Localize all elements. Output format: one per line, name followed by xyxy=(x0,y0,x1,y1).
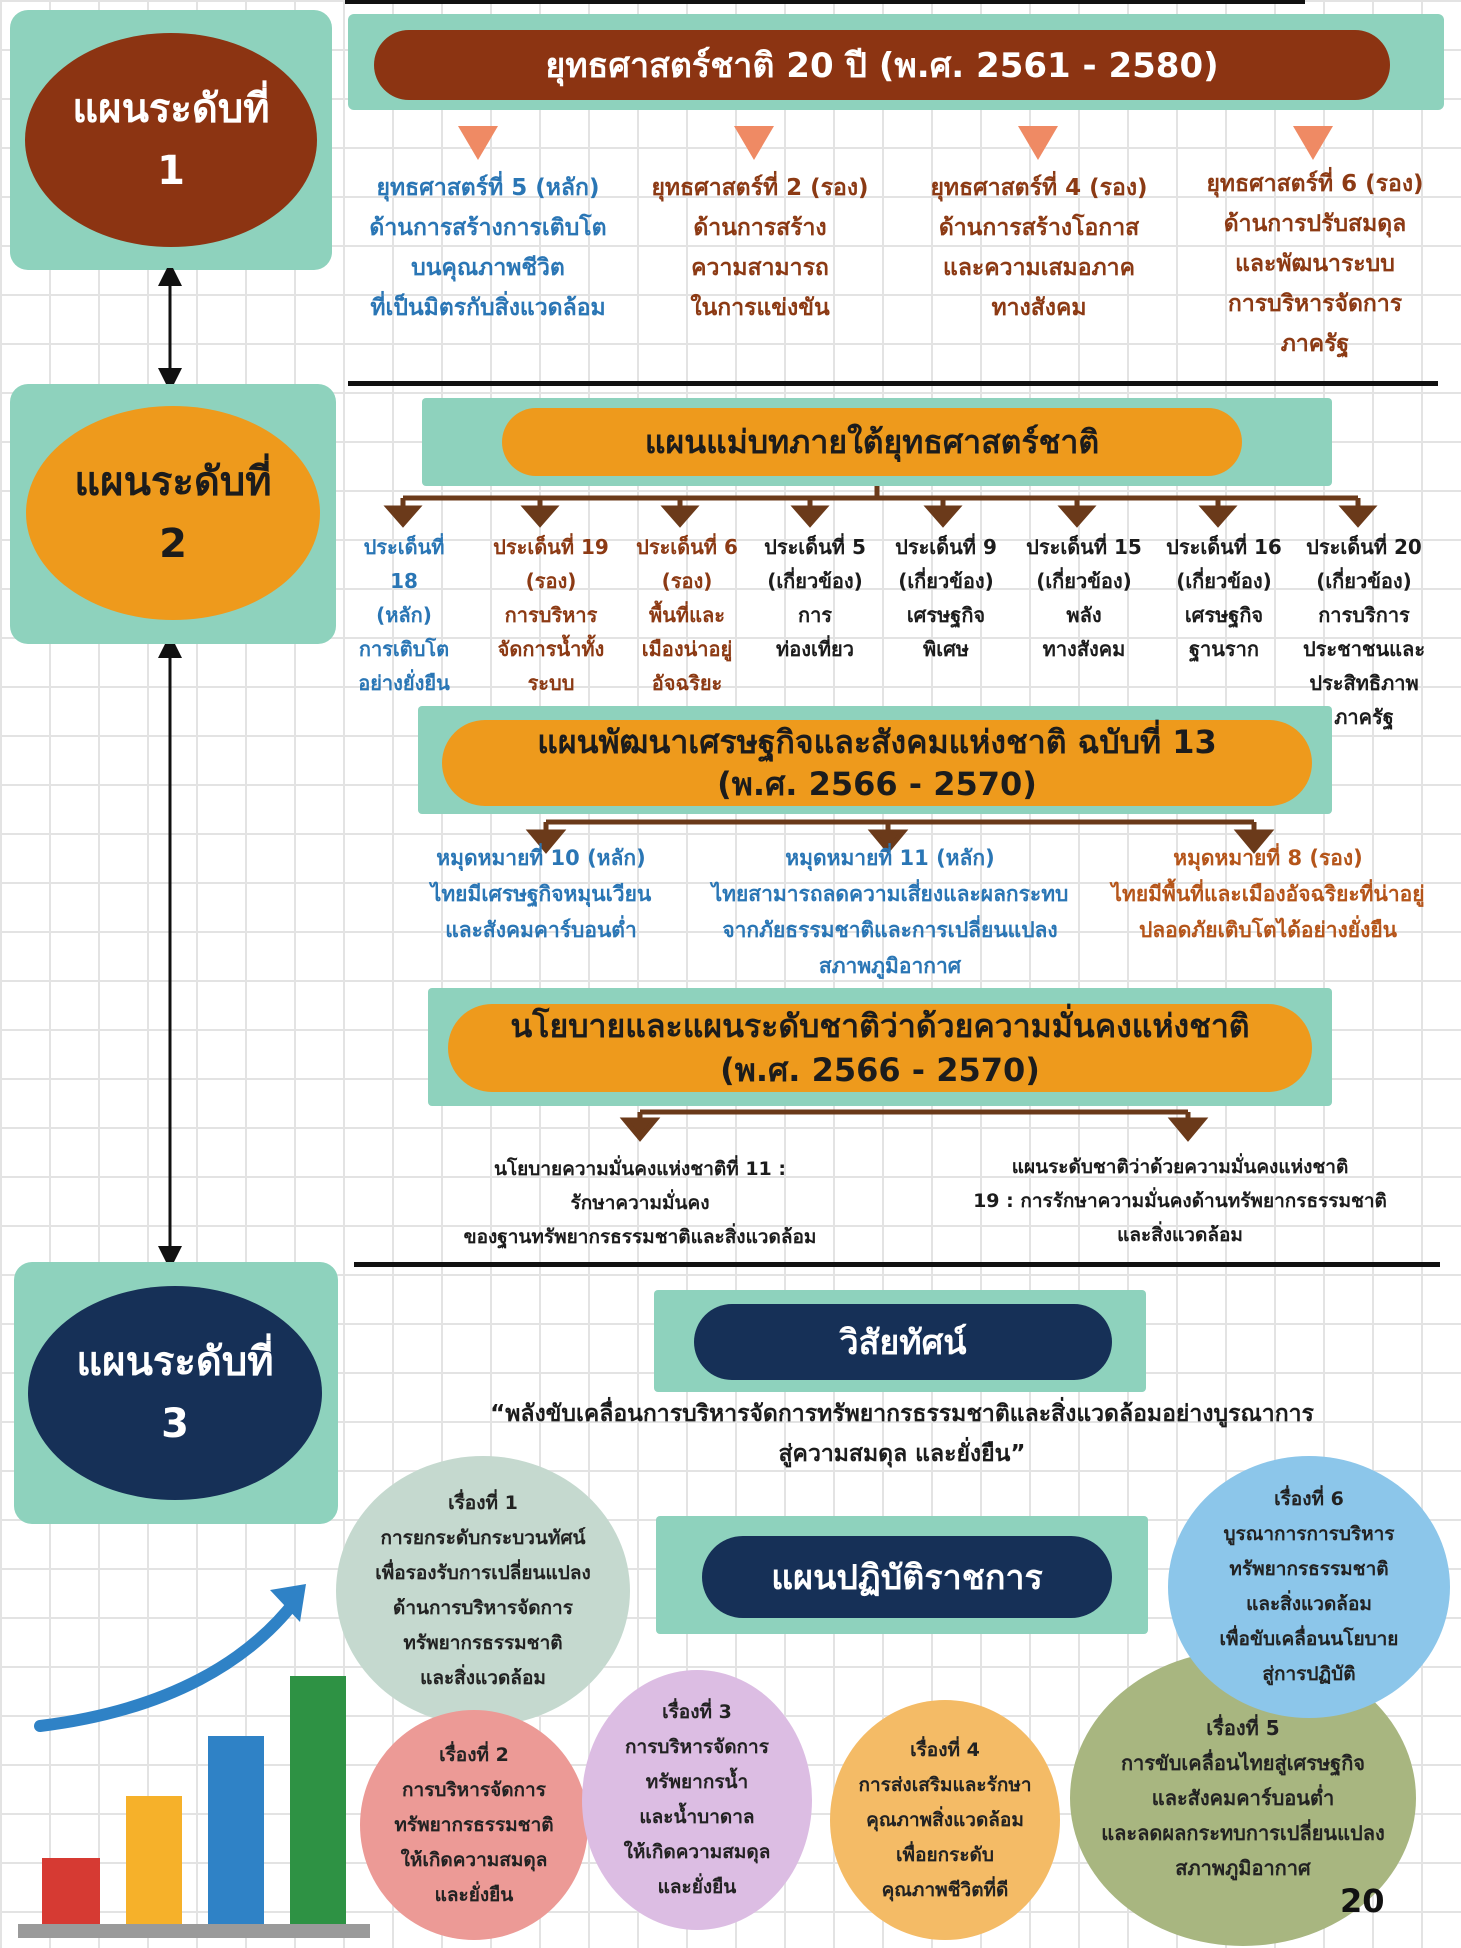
level-2-label: แผนระดับที่ xyxy=(74,459,272,505)
milestone-8: หมุดหมายที่ 8 (รอง) ไทยมีพื้นที่และเมือง… xyxy=(1111,846,1425,942)
strategy-2: ยุทธศาสตร์ที่ 2 (รอง) ด้านการสร้าง ความส… xyxy=(651,175,869,321)
strategy-title-pill: ยุทธศาสตร์ชาติ 20 ปี (พ.ศ. 2561 - 2580) xyxy=(374,30,1390,100)
nesdp-title-line-1: แผนพัฒนาเศรษฐกิจและสังคมแห่งชาติ ฉบับที่… xyxy=(537,723,1217,761)
action-plan-pill: แผนปฏิบัติราชการ xyxy=(702,1536,1112,1618)
issue-15: ประเด็นที่ 15(เกี่ยวข้อง) พลังทางสังคม xyxy=(1026,535,1142,661)
level-1-label: แผนระดับที่ xyxy=(72,86,270,132)
level-2-box: แผนระดับที่ 2 xyxy=(10,384,336,644)
security-title-line-2: (พ.ศ. 2566 - 2570) xyxy=(720,1051,1040,1089)
vision-pill: วิสัยทัศน์ xyxy=(694,1304,1112,1380)
master-plan-pill: แผนแม่บทภายใต้ยุทธศาสตร์ชาติ xyxy=(502,408,1242,476)
level-2-number: 2 xyxy=(159,521,187,567)
security-pill: นโยบายและแผนระดับชาติว่าด้วยความมั่นคงแห… xyxy=(448,1004,1312,1092)
vision-statement: “พลังขับเคลื่อนการบริหารจัดการทรัพยากรธร… xyxy=(490,1401,1314,1467)
security-policy-11: นโยบายความมั่นคงแห่งชาติที่ 11 : รักษาคว… xyxy=(463,1158,817,1248)
page-number: 20 xyxy=(1340,1882,1385,1920)
bar-blue xyxy=(208,1736,264,1924)
issue-9: ประเด็นที่ 9(เกี่ยวข้อง) เศรษฐกิจพิเศษ xyxy=(895,535,997,661)
nesdp-banner: แผนพัฒนาเศรษฐกิจและสังคมแห่งชาติ ฉบับที่… xyxy=(418,706,1332,814)
issue-19: ประเด็นที่ 19(รอง) การบริหารจัดการน้ำทั้… xyxy=(493,535,609,695)
bar-green xyxy=(290,1676,346,1924)
divider-2 xyxy=(354,1262,1440,1267)
nesdp-title-line-2: (พ.ศ. 2566 - 2570) xyxy=(717,765,1037,803)
action-plan-title: แผนปฏิบัติราชการ xyxy=(771,1558,1043,1598)
security-title-line-1: นโยบายและแผนระดับชาติว่าด้วยความมั่นคงแห… xyxy=(510,1007,1250,1045)
triangle-arrow xyxy=(1018,126,1058,160)
triangle-arrow xyxy=(734,126,774,160)
issue-6: ประเด็นที่ 6(รอง) พื้นที่และเมืองน่าอยู่… xyxy=(636,535,738,695)
growth-arrow-head xyxy=(270,1584,306,1622)
security-banner: นโยบายและแผนระดับชาติว่าด้วยความมั่นคงแห… xyxy=(428,988,1332,1106)
level-1-oval: แผนระดับที่ 1 xyxy=(25,33,317,247)
growth-arrow xyxy=(34,1594,302,1732)
milestone-11: หมุดหมายที่ 11 (หลัก) ไทยสามารถลดความเสี… xyxy=(711,846,1069,978)
security-plan-19: แผนระดับชาติว่าด้วยความมั่นคงแห่งชาติ 19… xyxy=(973,1156,1387,1246)
master-plan-banner: แผนแม่บทภายใต้ยุทธศาสตร์ชาติ xyxy=(422,398,1332,486)
triangle-arrow xyxy=(458,126,498,160)
strategy-5: ยุทธศาสตร์ที่ 5 (หลัก) ด้านการสร้างการเต… xyxy=(369,175,607,321)
level-2-oval: แผนระดับที่ 2 xyxy=(26,406,320,620)
vision-banner: วิสัยทัศน์ xyxy=(654,1290,1146,1392)
level-3-number: 3 xyxy=(161,1401,189,1447)
divider-1 xyxy=(348,381,1438,386)
issue-16: ประเด็นที่ 16(เกี่ยวข้อง) เศรษฐกิจฐานราก xyxy=(1166,535,1282,661)
issue-20: ประเด็นที่ 20(เกี่ยวข้อง) การบริการประชา… xyxy=(1302,535,1426,729)
strategy-4: ยุทธศาสตร์ที่ 4 (รอง) ด้านการสร้างโอกาส … xyxy=(930,175,1148,321)
milestone-10: หมุดหมายที่ 10 (หลัก) ไทยมีเศรษฐกิจหมุนเ… xyxy=(430,846,652,942)
bar-yellow xyxy=(126,1796,182,1924)
level-connector xyxy=(158,268,182,1268)
growth-chart-illustration xyxy=(18,1584,370,1938)
vision-title: วิสัยทัศน์ xyxy=(839,1323,967,1363)
strategy-6: ยุทธศาสตร์ที่ 6 (รอง) ด้านการปรับสมดุล แ… xyxy=(1206,171,1424,357)
level-1-box: แผนระดับที่ 1 xyxy=(10,10,332,270)
top-rule xyxy=(345,0,1305,4)
level-3-label: แผนระดับที่ xyxy=(76,1339,274,1385)
level-1-number: 1 xyxy=(157,148,185,194)
triangle-arrow xyxy=(1293,126,1333,160)
nesdp-pill: แผนพัฒนาเศรษฐกิจและสังคมแห่งชาติ ฉบับที่… xyxy=(442,720,1312,806)
level-3-oval: แผนระดับที่ 3 xyxy=(28,1286,322,1500)
issue-5: ประเด็นที่ 5(เกี่ยวข้อง) การท่องเที่ยว xyxy=(764,535,866,661)
chart-base xyxy=(18,1924,370,1938)
issues-bracket xyxy=(383,486,1378,528)
strategy-arrows xyxy=(458,126,1333,160)
bar-red xyxy=(42,1858,100,1924)
milestones-bracket xyxy=(525,819,1275,854)
level-3-box: แผนระดับที่ 3 xyxy=(14,1262,338,1524)
security-bracket xyxy=(619,1109,1209,1142)
strategy-banner: ยุทธศาสตร์ชาติ 20 ปี (พ.ศ. 2561 - 2580) xyxy=(348,14,1444,110)
master-plan-title: แผนแม่บทภายใต้ยุทธศาสตร์ชาติ xyxy=(644,422,1100,461)
action-plan-banner: แผนปฏิบัติราชการ xyxy=(656,1516,1148,1634)
issue-18: ประเด็นที่ 18(หลัก) การเติบโตอย่างยั่งยื… xyxy=(358,535,450,695)
strategy-title: ยุทธศาสตร์ชาติ 20 ปี (พ.ศ. 2561 - 2580) xyxy=(545,46,1219,86)
